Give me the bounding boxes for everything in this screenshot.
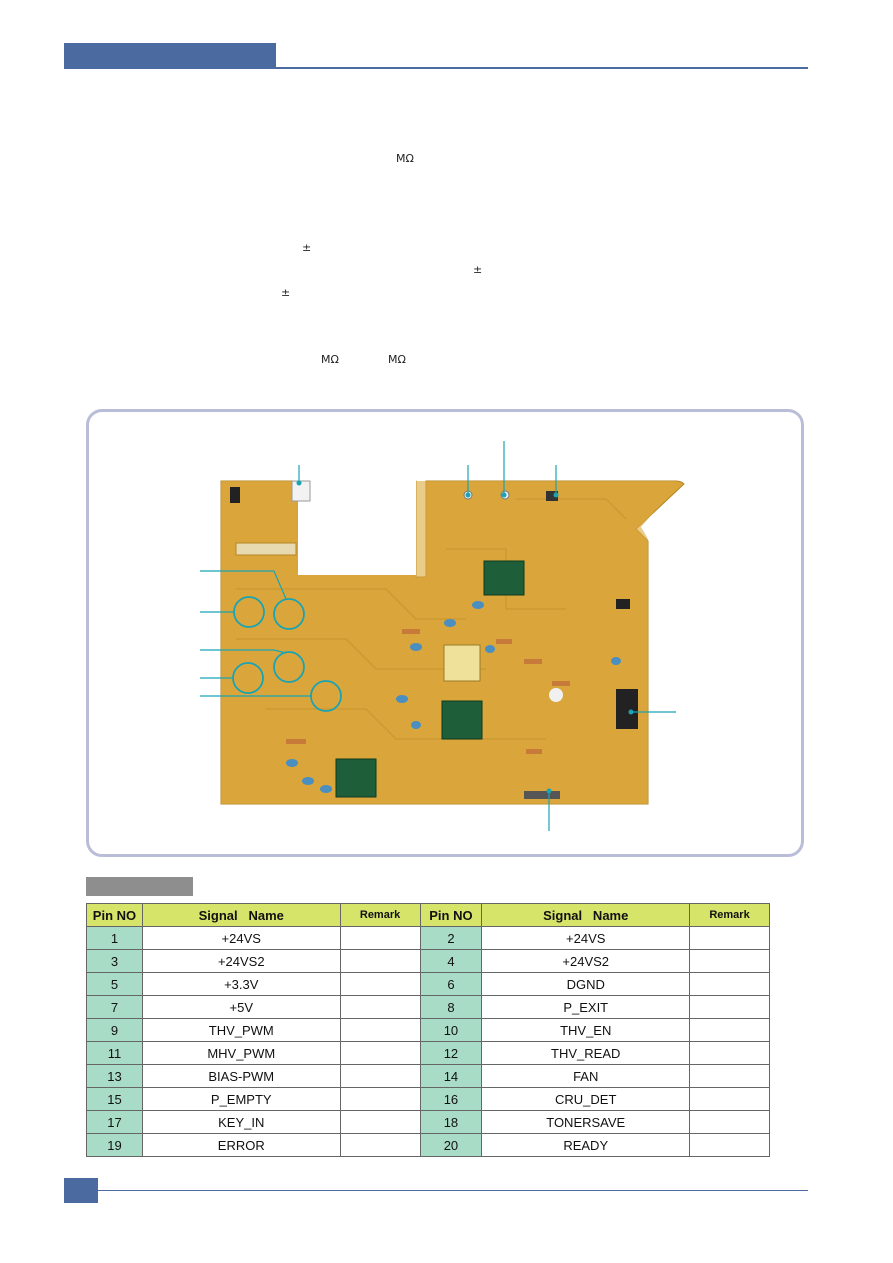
pin-number: 15 <box>86 1087 143 1111</box>
table-row: 1 +24VS 2 +24VS <box>86 926 770 950</box>
pin-number: 4 <box>419 949 483 973</box>
signal-name: +24VS2 <box>141 949 341 973</box>
table-row: 9 THV_PWM 10 THV_EN <box>86 1018 770 1042</box>
remark-cell <box>339 995 421 1019</box>
pin-number: 19 <box>86 1133 143 1157</box>
pin-number: 16 <box>419 1087 483 1111</box>
signal-name: THV_READ <box>481 1041 691 1065</box>
remark-cell <box>339 1087 421 1111</box>
pin-number: 11 <box>86 1041 143 1065</box>
header-remark: Remark <box>339 903 421 927</box>
connector-right <box>616 689 638 729</box>
signal-name: +24VS <box>481 926 691 950</box>
pin-number: 2 <box>419 926 483 950</box>
table-header-row: Pin NO Signal Name Remark Pin NO Signal … <box>86 903 770 927</box>
pin-table: Pin NO Signal Name Remark Pin NO Signal … <box>86 903 770 1157</box>
section-tab <box>86 877 193 896</box>
header-signal-name: Signal Name <box>141 903 341 927</box>
megaohm-symbol: MΩ <box>396 152 414 165</box>
remark-cell <box>689 1133 770 1157</box>
remark-cell <box>689 1064 770 1088</box>
pin-number: 8 <box>419 995 483 1019</box>
remark-cell <box>689 1041 770 1065</box>
table-row: 3 +24VS2 4 +24VS2 <box>86 949 770 973</box>
remark-cell <box>339 1064 421 1088</box>
header-bar <box>64 43 276 68</box>
remark-cell <box>689 1110 770 1134</box>
header-remark: Remark <box>689 903 770 927</box>
plusminus-symbol: ± <box>473 263 483 276</box>
remark-cell <box>689 995 770 1019</box>
signal-name: DGND <box>481 972 691 996</box>
pin-number: 17 <box>86 1110 143 1134</box>
signal-name: ERROR <box>141 1133 341 1157</box>
signal-name: THV_EN <box>481 1018 691 1042</box>
transformer-bottom <box>335 758 377 798</box>
remark-cell <box>339 926 421 950</box>
signal-name: TONERSAVE <box>481 1110 691 1134</box>
signal-name: +24VS2 <box>481 949 691 973</box>
pin-number: 3 <box>86 949 143 973</box>
table-row: 13 BIAS-PWM 14 FAN <box>86 1064 770 1088</box>
signal-name: +24VS <box>141 926 341 950</box>
table-row: 19 ERROR 20 READY <box>86 1133 770 1157</box>
pin-number: 13 <box>86 1064 143 1088</box>
signal-name: +3.3V <box>141 972 341 996</box>
connector-bottom <box>524 791 560 799</box>
signal-name: KEY_IN <box>141 1110 341 1134</box>
header-pin-no: Pin NO <box>419 903 483 927</box>
transformer-top <box>483 560 525 596</box>
megaohm-symbol: MΩ <box>388 353 406 366</box>
header-pin-no: Pin NO <box>86 903 143 927</box>
signal-name: READY <box>481 1133 691 1157</box>
remark-cell <box>339 1041 421 1065</box>
plusminus-symbol: ± <box>302 241 312 254</box>
remark-cell <box>689 926 770 950</box>
footer-rule <box>98 1190 808 1191</box>
table-row: 15 P_EMPTY 16 CRU_DET <box>86 1087 770 1111</box>
signal-name: +5V <box>141 995 341 1019</box>
signal-name: FAN <box>481 1064 691 1088</box>
remark-cell <box>339 1133 421 1157</box>
table-row: 11 MHV_PWM 12 THV_READ <box>86 1041 770 1065</box>
pin-number: 12 <box>419 1041 483 1065</box>
table-row: 7 +5V 8 P_EXIT <box>86 995 770 1019</box>
page-number-box <box>64 1178 98 1203</box>
remark-cell <box>689 972 770 996</box>
pin-number: 14 <box>419 1064 483 1088</box>
megaohm-symbol: MΩ <box>321 353 339 366</box>
signal-name: MHV_PWM <box>141 1041 341 1065</box>
remark-cell <box>339 1110 421 1134</box>
signal-name: P_EMPTY <box>141 1087 341 1111</box>
remark-cell <box>339 972 421 996</box>
pin-number: 7 <box>86 995 143 1019</box>
header-rule <box>64 67 808 69</box>
remark-cell <box>689 1018 770 1042</box>
remark-cell <box>339 949 421 973</box>
transformer-middle <box>441 700 483 740</box>
pin-number: 5 <box>86 972 143 996</box>
table-row: 17 KEY_IN 18 TONERSAVE <box>86 1110 770 1134</box>
pin-number: 20 <box>419 1133 483 1157</box>
remark-cell <box>689 1087 770 1111</box>
pin-number: 18 <box>419 1110 483 1134</box>
signal-name: THV_PWM <box>141 1018 341 1042</box>
pin-number: 9 <box>86 1018 143 1042</box>
remark-cell <box>689 949 770 973</box>
remark-cell <box>339 1018 421 1042</box>
plusminus-symbol: ± <box>281 286 291 299</box>
signal-name: CRU_DET <box>481 1087 691 1111</box>
signal-name: BIAS-PWM <box>141 1064 341 1088</box>
pin-number: 1 <box>86 926 143 950</box>
header-signal-name: Signal Name <box>481 903 691 927</box>
signal-name: P_EXIT <box>481 995 691 1019</box>
connector-top-left <box>291 480 311 502</box>
pin-number: 10 <box>419 1018 483 1042</box>
table-row: 5 +3.3V 6 DGND <box>86 972 770 996</box>
yellow-transformer <box>443 644 481 682</box>
pin-number: 6 <box>419 972 483 996</box>
hvps-board-photo <box>200 441 685 831</box>
